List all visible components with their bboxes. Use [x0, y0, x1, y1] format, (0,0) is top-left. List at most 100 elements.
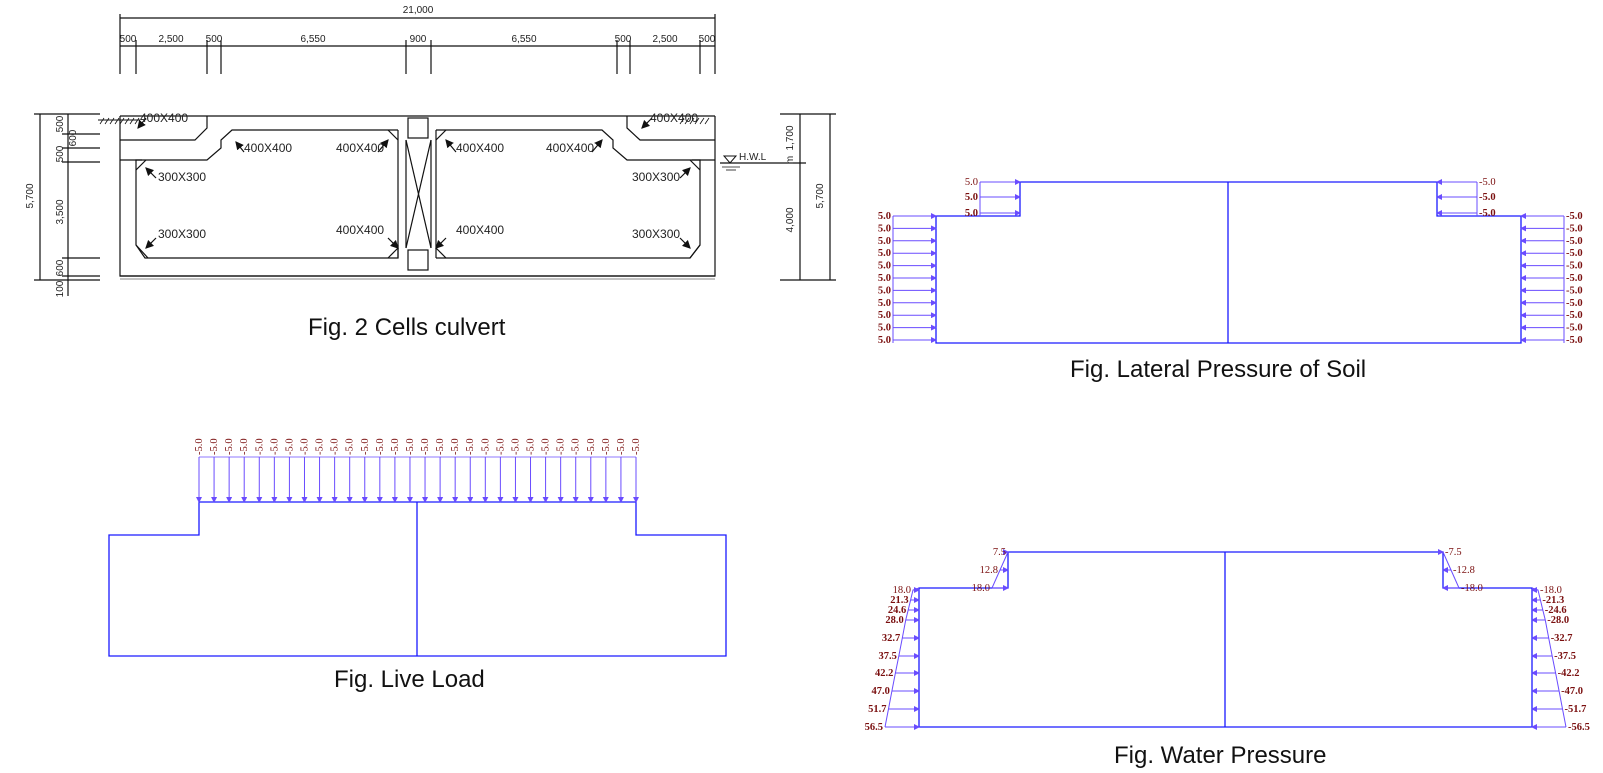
soil-right-value: -5.0 [1566, 261, 1583, 272]
water-left-value: 21.3 [890, 595, 908, 606]
live-value: -5.0 [284, 438, 295, 455]
water-left-value: 42.2 [875, 668, 893, 679]
culvert-drawing [34, 14, 836, 296]
culvert-labels: 21,000 500 2,500 500 6,550 900 6,550 500… [25, 5, 826, 297]
water-left-value: 51.7 [868, 704, 886, 715]
haunch-upper-left: 400X400 [140, 111, 188, 125]
haunch-upper-right: 400X400 [650, 111, 698, 125]
haunch-inner-top-1: 400X400 [244, 141, 292, 155]
haunch-inner-top-3: 400X400 [456, 141, 504, 155]
water-top-left-value: 7.5 [993, 547, 1006, 558]
water-left-value: 28.0 [885, 615, 903, 626]
water-left-value: 47.0 [872, 686, 890, 697]
right-total-dim: 5,700 [815, 183, 826, 208]
water-right-value: -18.0 [1540, 585, 1562, 596]
live-value: -5.0 [299, 438, 310, 455]
soil-top-right-value: -5.0 [1479, 208, 1496, 219]
top-dim-4: 6,550 [300, 34, 325, 45]
small-mark: m [785, 156, 796, 164]
soil-load-arrows: 5.05.05.0-5.0-5.0-5.05.05.05.05.05.05.05… [878, 177, 1583, 346]
top-dim-3: 500 [206, 34, 223, 45]
live-value: -5.0 [315, 438, 326, 455]
soil-top-right-value: -5.0 [1479, 192, 1496, 203]
water-top-right-value: -12.8 [1453, 565, 1475, 576]
haunch-inner-top-2: 400X400 [336, 141, 384, 155]
water-right-value: -21.3 [1542, 595, 1564, 606]
live-value: -5.0 [510, 438, 521, 455]
caption-soil: Fig. Lateral Pressure of Soil [1070, 356, 1367, 383]
top-dim-8: 2,500 [652, 34, 677, 45]
soil-right-value: -5.0 [1566, 323, 1583, 334]
soil-left-value: 5.0 [878, 310, 891, 321]
soil-frame [935, 181, 1522, 344]
soil-left-value: 5.0 [878, 298, 891, 309]
live-value: -5.0 [450, 438, 461, 455]
top-dim-7: 500 [615, 34, 632, 45]
water-right-value: -37.5 [1554, 651, 1576, 662]
haunch-cell-top-right: 300X300 [632, 170, 680, 184]
water-right-value: -51.7 [1565, 704, 1587, 715]
caption-water: Fig. Water Pressure [1114, 742, 1327, 769]
soil-right-value: -5.0 [1566, 335, 1583, 346]
right-dim-2: 4,000 [785, 207, 796, 232]
live-value: -5.0 [616, 438, 627, 455]
soil-right-value: -5.0 [1566, 223, 1583, 234]
soil-left-value: 5.0 [878, 236, 891, 247]
soil-right-value: -5.0 [1566, 285, 1583, 296]
haunch-inner-bottom-left: 400X400 [336, 223, 384, 237]
soil-left-value: 5.0 [878, 261, 891, 272]
soil-left-value: 5.0 [878, 248, 891, 259]
live-value: -5.0 [495, 438, 506, 455]
live-value: -5.0 [194, 438, 205, 455]
live-load-arrows: -5.0 -5.0 -5.0 -5.0 -5.0 -5.0 -5.0 -5.0 -5.0 -5.0… [194, 438, 642, 503]
soil-right-value: -5.0 [1566, 248, 1583, 259]
haunch-cell-bottom-right: 300X300 [632, 227, 680, 241]
soil-top-left-value: 5.0 [965, 192, 978, 203]
soil-top-right-value: -5.0 [1479, 177, 1496, 188]
water-top-left-value: 12.8 [980, 565, 998, 576]
soil-left-value: 5.0 [878, 323, 891, 334]
live-frame [108, 501, 727, 657]
live-value: -5.0 [405, 438, 416, 455]
water-right-value: -28.0 [1547, 615, 1569, 626]
caption-live: Fig. Live Load [334, 666, 485, 693]
live-value: -5.0 [345, 438, 356, 455]
water-top-right-value: -7.5 [1445, 547, 1462, 558]
live-value: -5.0 [435, 438, 446, 455]
soil-right-value: -5.0 [1566, 236, 1583, 247]
live-value: -5.0 [254, 438, 265, 455]
live-value: -5.0 [556, 438, 567, 455]
live-value: -5.0 [224, 438, 235, 455]
top-dim-2: 2,500 [158, 34, 183, 45]
water-right-value: -24.6 [1545, 605, 1567, 616]
soil-left-value: 5.0 [878, 211, 891, 222]
top-dim-5: 900 [410, 34, 427, 45]
soil-right-value: -5.0 [1566, 211, 1583, 222]
top-dim-6: 6,550 [511, 34, 536, 45]
water-level-label: H.W.L [739, 152, 767, 163]
left-dim-1: 500 [55, 115, 66, 132]
caption-culvert: Fig. 2 Cells culvert [308, 314, 506, 341]
live-value: -5.0 [526, 438, 537, 455]
live-value: -5.0 [209, 438, 220, 455]
water-load-arrows: 7.512.818.0-7.5-12.8-18.018.021.324.628.… [865, 547, 1590, 733]
left-dim-5: 600 [55, 259, 66, 276]
top-dim-ticks [135, 40, 701, 74]
water-top-left-value: 18.0 [972, 583, 990, 594]
soil-top-left-value: 5.0 [965, 177, 978, 188]
water-left-value: 32.7 [882, 633, 900, 644]
live-value: -5.0 [330, 438, 341, 455]
water-left-value: 37.5 [878, 651, 896, 662]
live-value: -5.0 [541, 438, 552, 455]
water-frame [918, 551, 1533, 728]
soil-left-value: 5.0 [878, 273, 891, 284]
water-left-value: 56.5 [865, 722, 883, 733]
water-top-right-value: -18.0 [1461, 583, 1483, 594]
live-value: -5.0 [420, 438, 431, 455]
live-value: -5.0 [375, 438, 386, 455]
left-dim-4: 3,500 [55, 199, 66, 224]
live-value: -5.0 [601, 438, 612, 455]
top-dim-9: 500 [699, 34, 716, 45]
live-value: -5.0 [631, 438, 642, 455]
